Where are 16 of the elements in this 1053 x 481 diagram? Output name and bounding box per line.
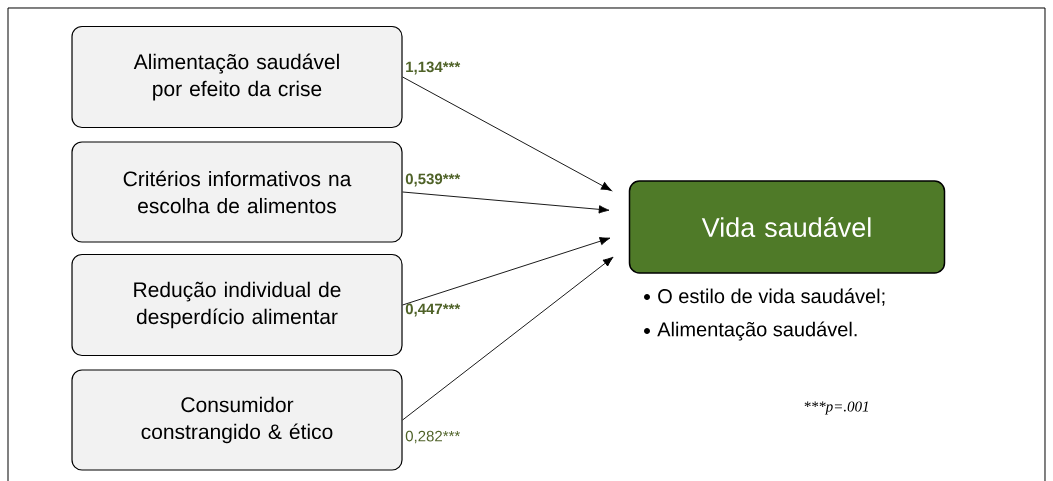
coefficient-label: 0,447*** <box>405 303 461 317</box>
coefficient-label: 1,134*** <box>406 61 461 75</box>
factor-box: Consumidor constrangido & ético <box>71 369 403 471</box>
significance-note: ***p=.001 <box>804 401 868 415</box>
arrow <box>402 76 612 191</box>
factor-box: Alimentação saudável por efeito da crise <box>71 25 403 129</box>
coefficient-label: 0,539*** <box>405 173 461 187</box>
result-box: Vida saudável <box>628 180 946 274</box>
bullet-item: O estilo de vida saudável; <box>658 288 885 306</box>
factor-box: Critérios informativos na escolha de alimentos <box>71 141 403 243</box>
arrow <box>402 191 610 214</box>
factor-box: Redução individual de desperdício alimentar <box>71 253 403 357</box>
arrow <box>402 237 611 306</box>
bullet-item: Alimentação saudável. <box>657 321 857 341</box>
coefficient-label: 0,282*** <box>405 430 460 444</box>
arrow <box>402 256 614 421</box>
